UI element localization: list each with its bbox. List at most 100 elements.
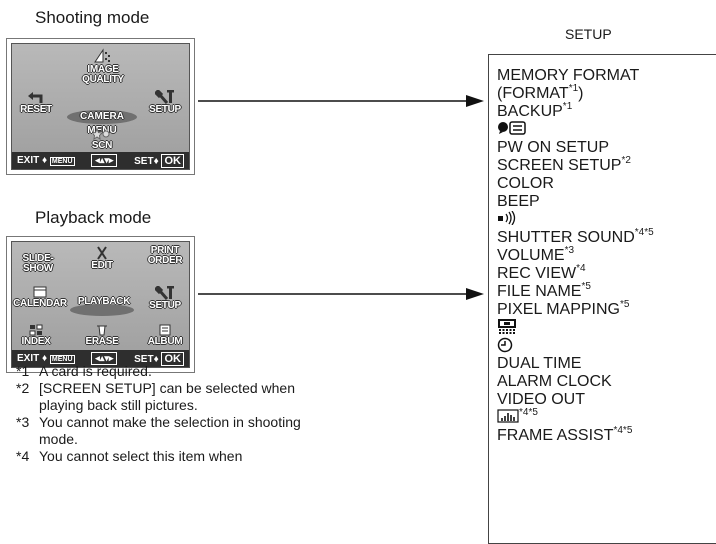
footnote-text: A card is required. (39, 363, 152, 379)
index-label: INDEX (21, 336, 51, 347)
setup-item[interactable]: SCREEN SETUP*2 (497, 154, 654, 175)
setup-item[interactable]: PW ON SETUP (497, 139, 654, 157)
shooting-menu-bar: EXIT ♦ MENU ◂▴▾▸ SET♦ OK (12, 152, 189, 169)
menu-item-edit[interactable]: EDIT (82, 246, 122, 271)
setup-item[interactable]: *4*5 (497, 408, 654, 427)
shooting-menu-screen: IMAGE QUALITY RESET CAMERA MENU SETUP SC… (6, 38, 195, 175)
playback-arrowhead (466, 288, 484, 300)
scn-label: SCN (91, 140, 113, 151)
menu-item-image-quality[interactable]: IMAGE QUALITY (75, 48, 131, 85)
setup-item-label: (FORMAT (497, 85, 569, 102)
setup-list: MEMORY FORMAT(FORMAT*1)BACKUP*1 PW ON SET… (497, 67, 654, 445)
setup-item[interactable]: ALARM CLOCK (497, 373, 654, 391)
sound-icon (497, 210, 519, 230)
footnote-text: [SCREEN SETUP] can be selected when play… (39, 380, 296, 413)
menu-item-album[interactable]: ALBUM (142, 324, 188, 347)
setup-item-label: SHUTTER SOUND (497, 229, 635, 246)
footnote: *3 You cannot make the selection in shoot… (16, 414, 329, 448)
setup-item[interactable]: VIDEO OUT (497, 391, 654, 409)
footnote: *4 You cannot select this item when (16, 448, 329, 465)
slideshow-label: SLIDE-SHOW (22, 253, 54, 274)
exit-hint: EXIT ♦ MENU (17, 353, 75, 364)
setup-item[interactable]: PIXEL MAPPING*5 (497, 298, 654, 319)
setup-item[interactable]: REC VIEW*4 (497, 262, 654, 283)
reset-label: RESET (20, 104, 52, 115)
trash-icon (97, 325, 107, 336)
footnote-mark: *3 (16, 414, 30, 430)
setup-item-label: SCREEN SETUP (497, 157, 622, 174)
menu-item-calendar[interactable]: CALENDAR (12, 286, 68, 309)
setup-item-label: FRAME ASSIST (497, 427, 614, 444)
footnote-mark: *4 (16, 448, 30, 464)
playback-setup-label: SETUP (149, 300, 181, 311)
setup-item[interactable] (497, 121, 654, 139)
setup-icon (155, 90, 174, 104)
setup-icon (155, 286, 174, 300)
playback-menu-screen: SLIDE-SHOW EDIT PRINT ORDER CALENDAR PLA… (6, 236, 195, 373)
reset-icon (28, 92, 43, 103)
footnote-ref: *2 (621, 154, 631, 166)
print-order-label: PRINT ORDER (147, 245, 183, 266)
calendar-label: CALENDAR (13, 298, 67, 309)
footnote-ref: *5 (581, 280, 591, 292)
menu-item-scn[interactable]: SCN (82, 128, 122, 151)
setup-list-box: MEMORY FORMAT(FORMAT*1)BACKUP*1 PW ON SET… (488, 54, 716, 544)
shooting-mode-heading: Shooting mode (35, 8, 150, 27)
setup-item[interactable]: FILE NAME*5 (497, 280, 654, 301)
album-label: ALBUM (147, 336, 183, 347)
footnote-ref: *4*5 (634, 226, 654, 238)
setup-title: SETUP (565, 26, 612, 42)
setup-item-label: PIXEL MAPPING (497, 301, 620, 318)
menu-item-slideshow[interactable]: SLIDE-SHOW (16, 254, 60, 274)
setup-item[interactable]: SHUTTER SOUND*4*5 (497, 226, 654, 247)
setup-item-label: FILE NAME (497, 283, 582, 300)
setup-item[interactable]: FRAME ASSIST*4*5 (497, 425, 654, 445)
footnote-text: You cannot select this item when (39, 448, 243, 464)
menu-item-index[interactable]: INDEX (16, 324, 56, 347)
footnote-text: You cannot make the selection in shootin… (39, 414, 301, 447)
setup-item-label: ALARM CLOCK (497, 373, 612, 390)
camera-menu-label: CAMERA MENU (80, 111, 124, 136)
footnote-ref: *1 (568, 82, 579, 94)
setup-item[interactable]: (FORMAT*1) (497, 82, 654, 103)
album-icon (159, 324, 171, 336)
setup-item[interactable]: COLOR (497, 175, 654, 193)
playback-menu-oval[interactable] (70, 304, 134, 316)
setup-item-label: MEMORY FORMAT (497, 67, 640, 84)
menu-item-print-order[interactable]: PRINT ORDER (142, 246, 188, 266)
menu-item-setup[interactable]: SETUP (142, 90, 188, 115)
setup-item-label: VIDEO OUT (497, 391, 586, 408)
setup-item[interactable]: BACKUP*1 (497, 101, 654, 121)
language-icon (497, 121, 527, 140)
setup-item[interactable] (497, 319, 654, 337)
setup-item[interactable]: MEMORY FORMAT (497, 67, 654, 85)
camera-menu-button[interactable]: CAMERA MENU (67, 110, 137, 136)
setup-item-label: BEEP (497, 193, 540, 210)
setup-item[interactable]: BEEP (497, 193, 654, 211)
menu-item-playback-setup[interactable]: SETUP (142, 286, 188, 311)
setup-item-suffix: ) (578, 85, 584, 102)
menu-item-erase[interactable]: ERASE (82, 324, 122, 347)
footnote-mark: *2 (16, 380, 30, 396)
monitor-brightness-icon (497, 319, 519, 340)
playback-mode-heading: Playback mode (35, 208, 152, 227)
image-quality-label: IMAGE QUALITY (82, 64, 124, 85)
footnote-ref: *5 (620, 298, 630, 310)
footnote-ref: *3 (564, 244, 575, 256)
footnote-ref: *4 (576, 262, 586, 274)
scissors-icon (97, 246, 107, 260)
menu-item-reset[interactable]: RESET (16, 90, 56, 115)
edit-label: EDIT (91, 260, 113, 271)
setup-item-label: COLOR (497, 175, 554, 192)
setup-item[interactable] (497, 210, 654, 230)
calendar-icon (33, 286, 47, 298)
setup-item[interactable] (497, 337, 654, 355)
setup-item[interactable]: DUAL TIME (497, 355, 654, 373)
arrow-pad-icon: ◂▴▾▸ (91, 154, 118, 167)
exit-hint: EXIT ♦ MENU (17, 155, 75, 166)
setup-item[interactable]: VOLUME*3 (497, 244, 654, 265)
playback-menu-bar: EXIT ♦ MENU ◂▴▾▸ SET♦ OK (12, 350, 189, 367)
erase-label: ERASE (85, 336, 119, 347)
setup-item-label: REC VIEW (497, 265, 577, 282)
